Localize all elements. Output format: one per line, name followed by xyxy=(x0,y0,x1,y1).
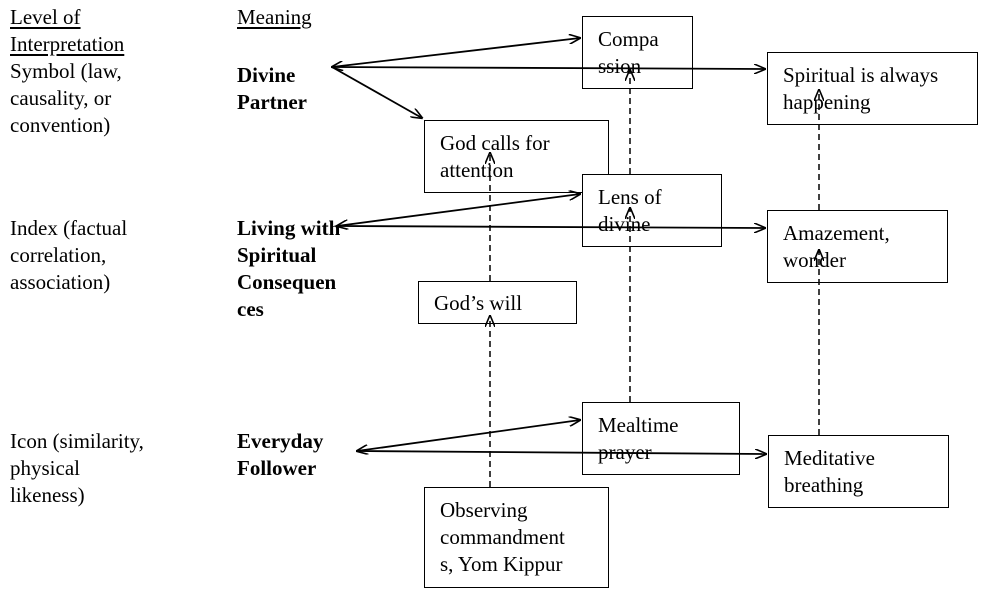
level-index: Index (factual correlation, association) xyxy=(10,216,128,294)
arrow-everyday-meditative xyxy=(356,451,766,454)
box-gods-will: God’s will xyxy=(418,281,577,324)
box-meditative-breathing: Meditative breathing xyxy=(768,435,949,508)
box-spiritual-always-happening: Spiritual is always happening xyxy=(767,52,978,125)
meaning-everyday-follower: Everyday Follower xyxy=(237,429,324,480)
header-meaning: Meaning xyxy=(237,5,312,29)
arrow-divine-compassion xyxy=(332,38,580,67)
arrow-divine-godcalls xyxy=(331,66,422,118)
box-lens-of-divine: Lens of divine xyxy=(582,174,722,247)
box-compassion: Compa ssion xyxy=(582,16,693,89)
meaning-living-with-spiritual-consequences: Living with Spiritual Consequen ces xyxy=(237,216,341,321)
box-mealtime-prayer: Mealtime prayer xyxy=(582,402,740,475)
level-symbol: Symbol (law, causality, or convention) xyxy=(10,59,122,137)
arrow-everyday-mealtime xyxy=(357,420,580,451)
arrow-divine-spiritual xyxy=(331,67,765,69)
arrow-living-lens xyxy=(337,194,580,226)
box-observing-commandments: Observing commandment s, Yom Kippur xyxy=(424,487,609,588)
header-level-of-interpretation: Level of Interpretation xyxy=(10,5,125,56)
arrow-living-amazement xyxy=(336,226,765,228)
meaning-divine-partner: Divine Partner xyxy=(237,63,307,114)
level-icon: Icon (similarity, physical likeness) xyxy=(10,429,144,507)
